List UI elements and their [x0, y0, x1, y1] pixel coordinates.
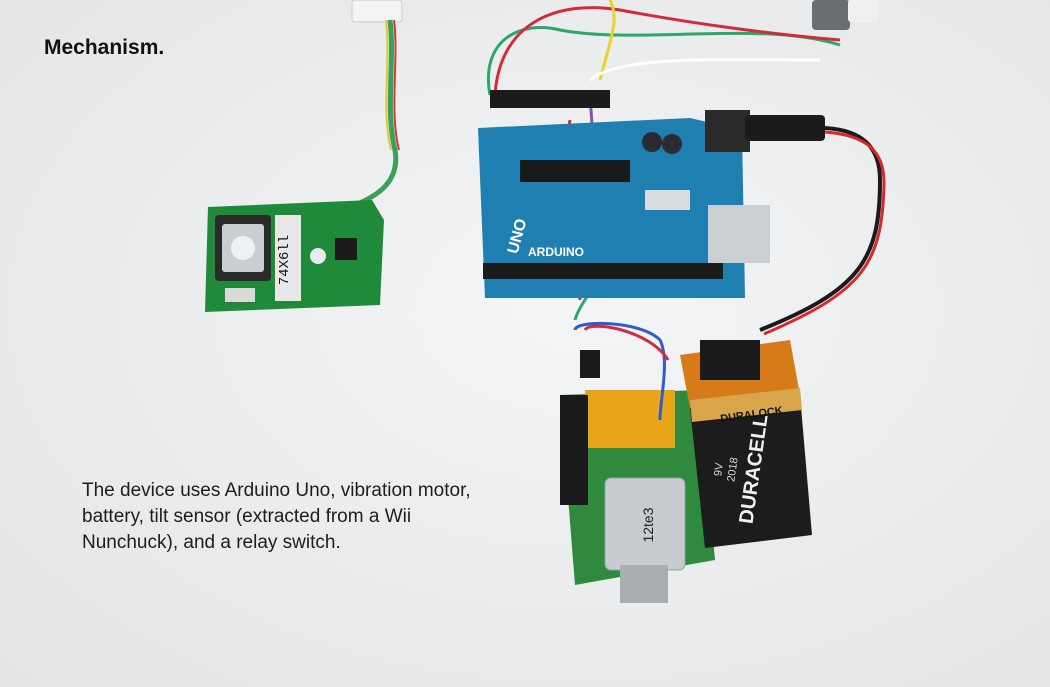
battery-9v: DURALOCK DURACELL 9V 2018: [680, 340, 812, 548]
vibration-motor: 12te3: [604, 477, 686, 603]
motor-marking: 12te3: [640, 507, 656, 542]
battery-date: 2018: [725, 457, 740, 483]
nunchuck-cable: [351, 0, 878, 208]
page-title: Mechanism.: [44, 36, 165, 59]
arduino-brand: ARDUINO: [528, 245, 584, 259]
arduino-uno-board: ARDUINO UNO: [478, 90, 886, 336]
battery-spec: 9V: [712, 461, 726, 477]
pcb-marking: 74X6ll: [277, 235, 293, 285]
caption-text: The device uses Arduino Uno, vibration m…: [82, 480, 471, 553]
tilt-sensor-pcb: 74X6ll: [205, 200, 384, 312]
